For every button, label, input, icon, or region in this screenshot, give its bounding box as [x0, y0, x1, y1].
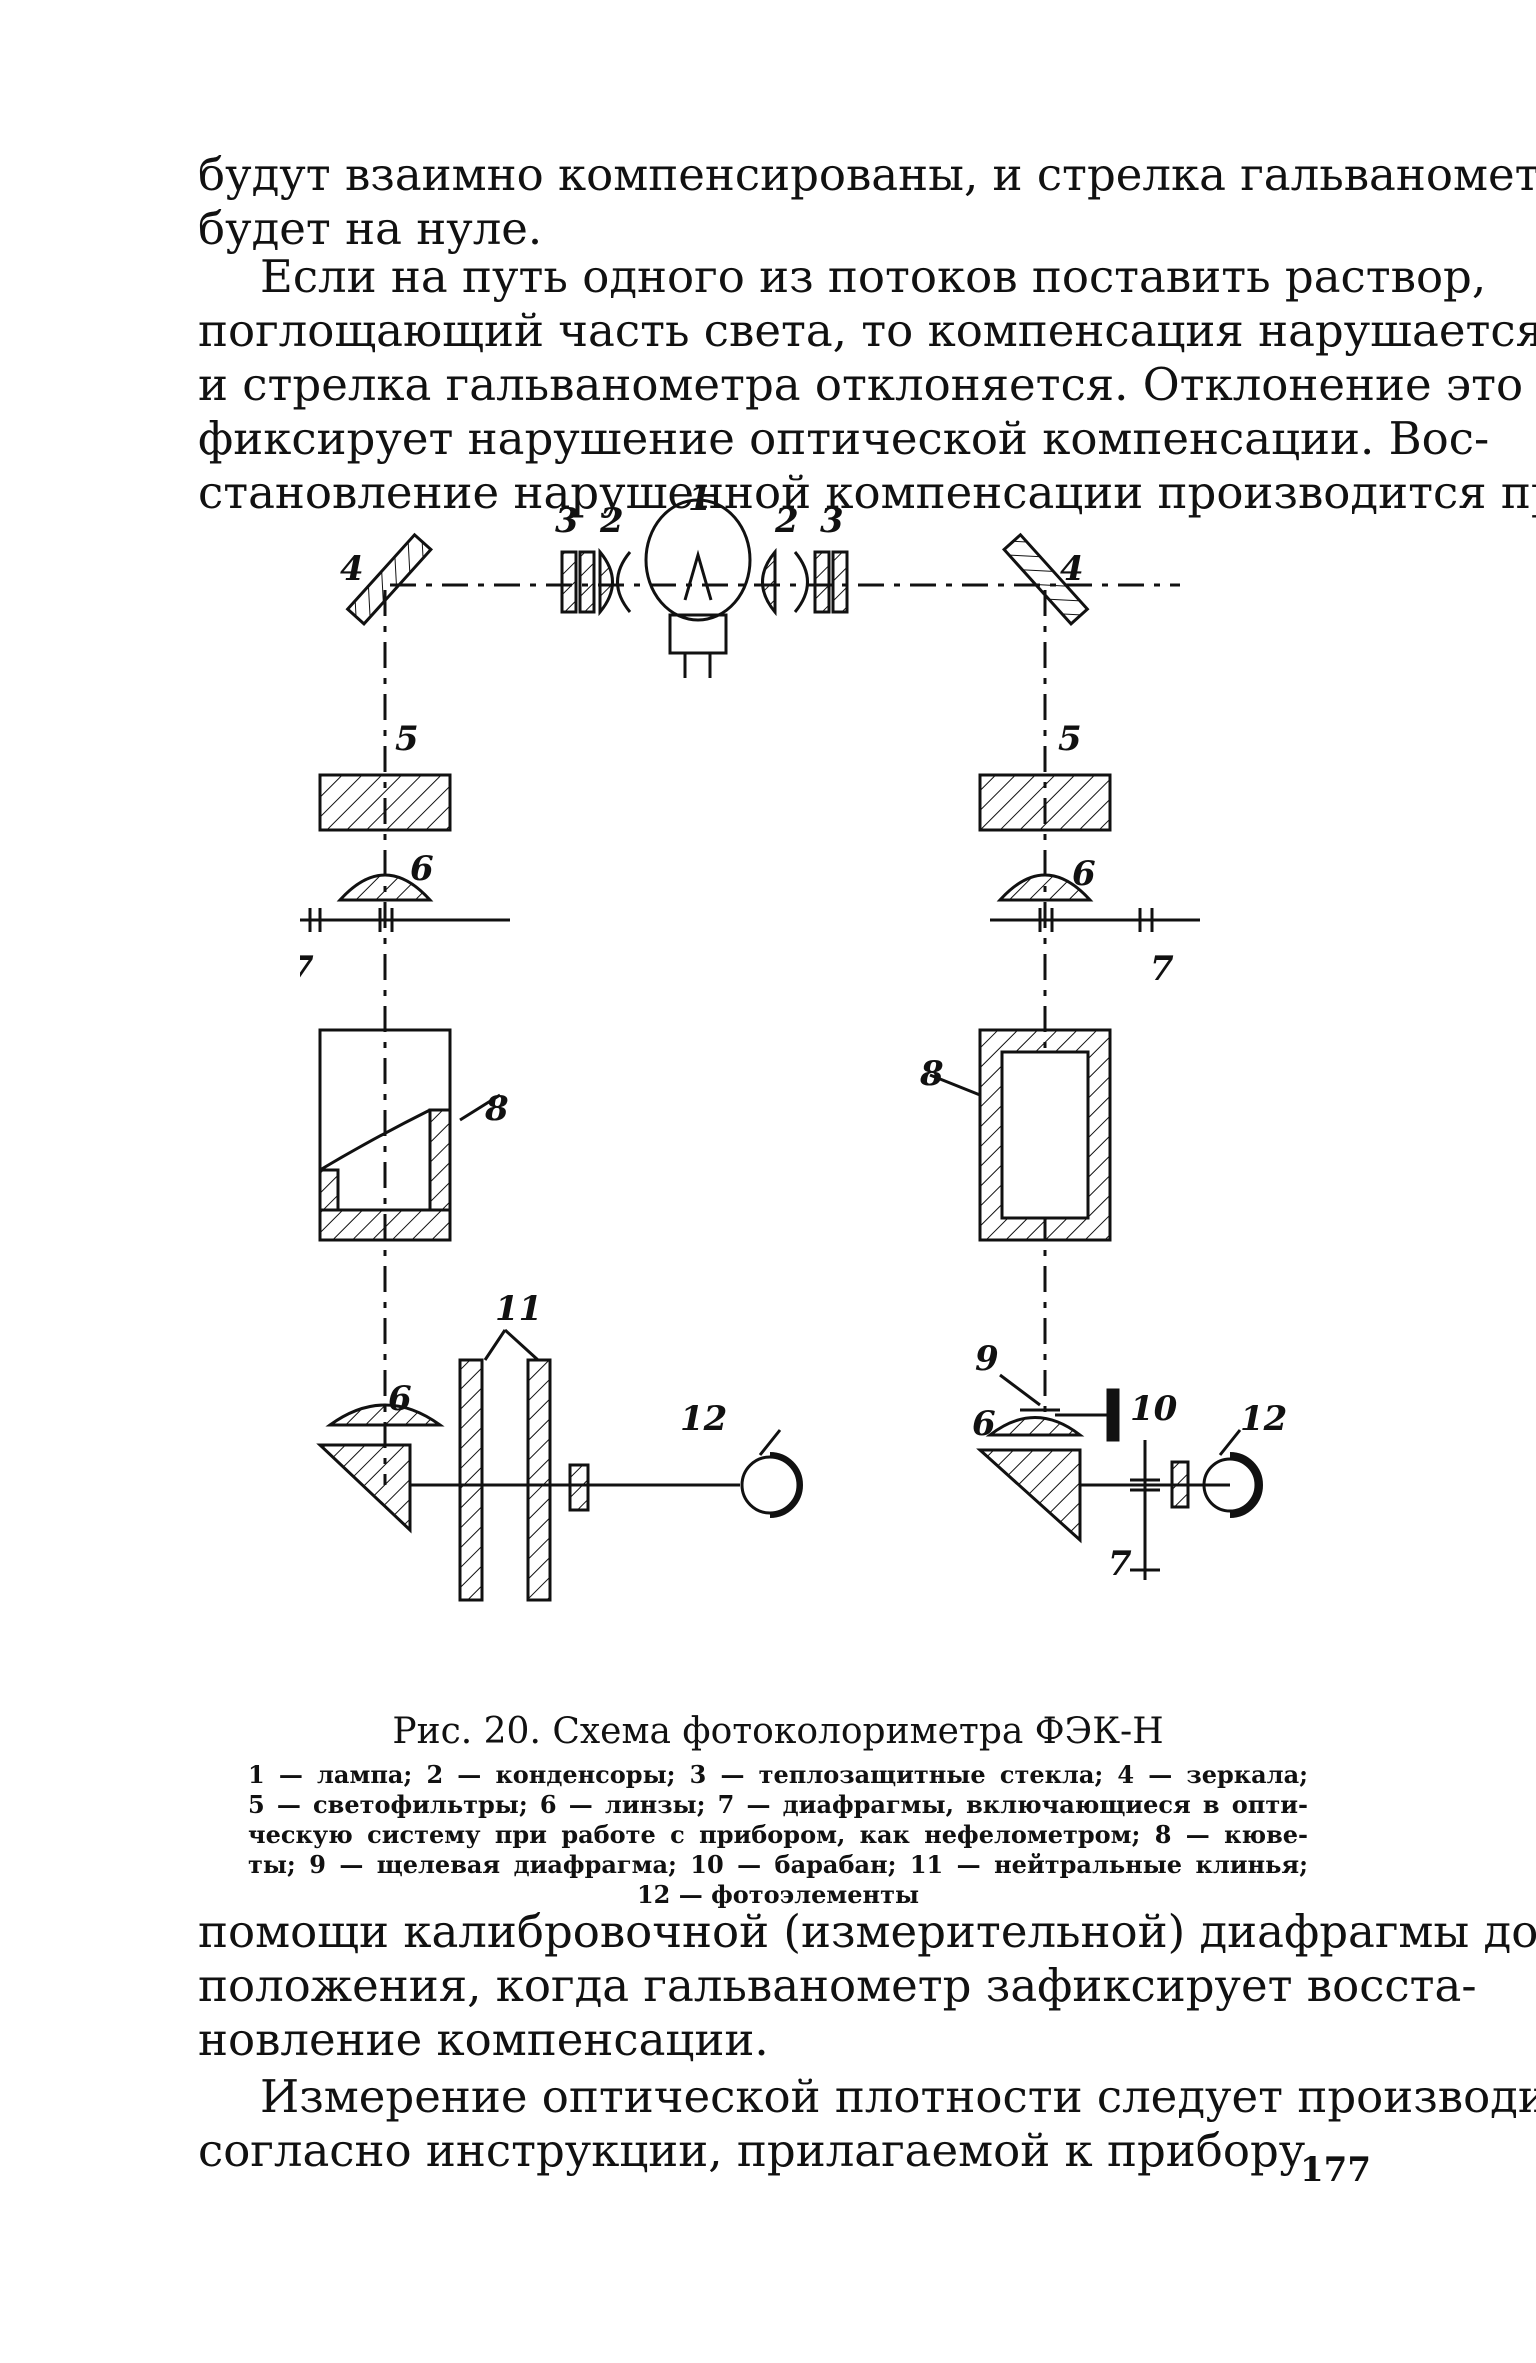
heat-filter-right — [813, 550, 831, 614]
legend-line: 1 — лампа; 2 — конденсоры; 3 — теплозащи… — [248, 1760, 1308, 1789]
text-line: новление компенсации. — [198, 2013, 769, 2066]
label-9: 9 — [975, 1339, 999, 1379]
label-3-right: 3 — [820, 501, 844, 541]
heat-filter-left — [560, 550, 578, 614]
wedge-2 — [526, 1358, 552, 1602]
condenser-right — [761, 547, 777, 617]
label-2-left: 2 — [599, 501, 624, 541]
label-6-right-lower: 6 — [972, 1404, 996, 1444]
label-8-right: 8 — [919, 1054, 944, 1094]
label-1: 1 — [688, 480, 712, 519]
label-7-right: 7 — [1150, 949, 1174, 989]
lamp — [644, 498, 752, 678]
label-8-left: 8 — [484, 1089, 509, 1129]
text-line: положения, когда гальванометр зафиксируе… — [198, 1959, 1477, 2012]
wedge-1 — [458, 1358, 484, 1602]
text-line: помощи калибровочной (измерительной) диа… — [198, 1905, 1536, 1958]
legend-line: ческую систему при работе с прибором, ка… — [248, 1820, 1308, 1849]
figure-caption: Рис. 20. Схема фотоколориметра ФЭК-Н — [392, 1711, 1164, 1752]
prism-right — [976, 1448, 1082, 1544]
paragraph-last: Измерение оптической плотности следует п… — [198, 2070, 1536, 2178]
heat-filter-left — [578, 550, 596, 614]
paragraph-after: помощи калибровочной (измерительной) диа… — [198, 1905, 1536, 2067]
condenser-left — [616, 551, 632, 613]
label-4-right: 4 — [1060, 549, 1084, 589]
label-5-right: 5 — [1058, 719, 1082, 759]
text-line: согласно инструкции, прилагаемой к прибо… — [198, 2124, 1320, 2177]
label-12-right: 12 — [1240, 1399, 1287, 1439]
paragraph-top: будут взаимно компенсированы, и стрелка … — [198, 148, 1536, 256]
label-3-left: 3 — [555, 501, 579, 541]
text-line: становление нарушенной компенсации произ… — [198, 466, 1536, 519]
label-10: 10 — [1130, 1389, 1178, 1429]
lens-right-upper — [996, 873, 1094, 902]
text-line: Если на путь одного из потоков поставить… — [260, 250, 1487, 303]
heat-filter-right — [831, 550, 849, 614]
legend-line: 5 — светофильтры; 6 — линзы; 7 — диафраг… — [248, 1790, 1308, 1819]
drum — [1106, 1388, 1120, 1442]
label-7-lower: 7 — [1108, 1544, 1132, 1584]
label-2-right: 2 — [774, 501, 799, 541]
label-12-left: 12 — [680, 1399, 727, 1439]
photocell-right — [1202, 1457, 1258, 1513]
text-line: поглощающий часть света, то компенсация … — [198, 304, 1536, 357]
label-4-left: 4 — [340, 549, 364, 589]
label-5-left: 5 — [395, 719, 419, 759]
condenser-right — [793, 551, 809, 613]
label-11: 11 — [495, 1289, 542, 1329]
label-6-left: 6 — [410, 849, 434, 889]
label-6-left-lower: 6 — [388, 1379, 412, 1419]
lens-left-lower — [325, 1403, 445, 1427]
prism-left — [316, 1443, 412, 1534]
legend-line: 12 — фотоэлементы — [636, 1880, 920, 1909]
lens-left-upper — [336, 873, 434, 902]
text-line: будет на нуле. — [198, 202, 543, 255]
text-line: Измерение оптической плотности следует п… — [260, 2070, 1536, 2123]
label-6-right: 6 — [1072, 854, 1096, 894]
figure-legend: 1 — лампа; 2 — конденсоры; 3 — теплозащи… — [248, 1760, 1308, 1910]
paragraph-middle: Если на путь одного из потоков поставить… — [198, 250, 1536, 520]
text-line: будут взаимно компенсированы, и стрелка … — [198, 148, 1536, 201]
lens-right-lower — [985, 1416, 1085, 1437]
mirror-right — [1001, 532, 1090, 626]
condenser-left — [598, 547, 614, 617]
diagram-svg: 1 3 2 2 3 4 4 5 5 6 6 7 7 8 8 11 6 12 9 … — [260, 479, 1287, 1602]
page-number: 177 — [1300, 2150, 1371, 2190]
light-filter-right — [978, 773, 1112, 832]
text-line: фиксирует нарушение оптической компенсац… — [198, 412, 1490, 465]
mirror-left — [345, 532, 434, 626]
photocolorimeter-diagram: 1 3 2 2 3 4 4 5 5 6 6 7 7 8 8 11 6 12 9 … — [260, 479, 1300, 1700]
legend-line: ты; 9 — щелевая диафрагма; 10 — барабан;… — [248, 1850, 1308, 1879]
light-filter-left — [318, 773, 452, 832]
label-7-left: 7 — [300, 949, 314, 989]
text-line: и стрелка гальванометра отклоняется. Отк… — [198, 358, 1524, 411]
